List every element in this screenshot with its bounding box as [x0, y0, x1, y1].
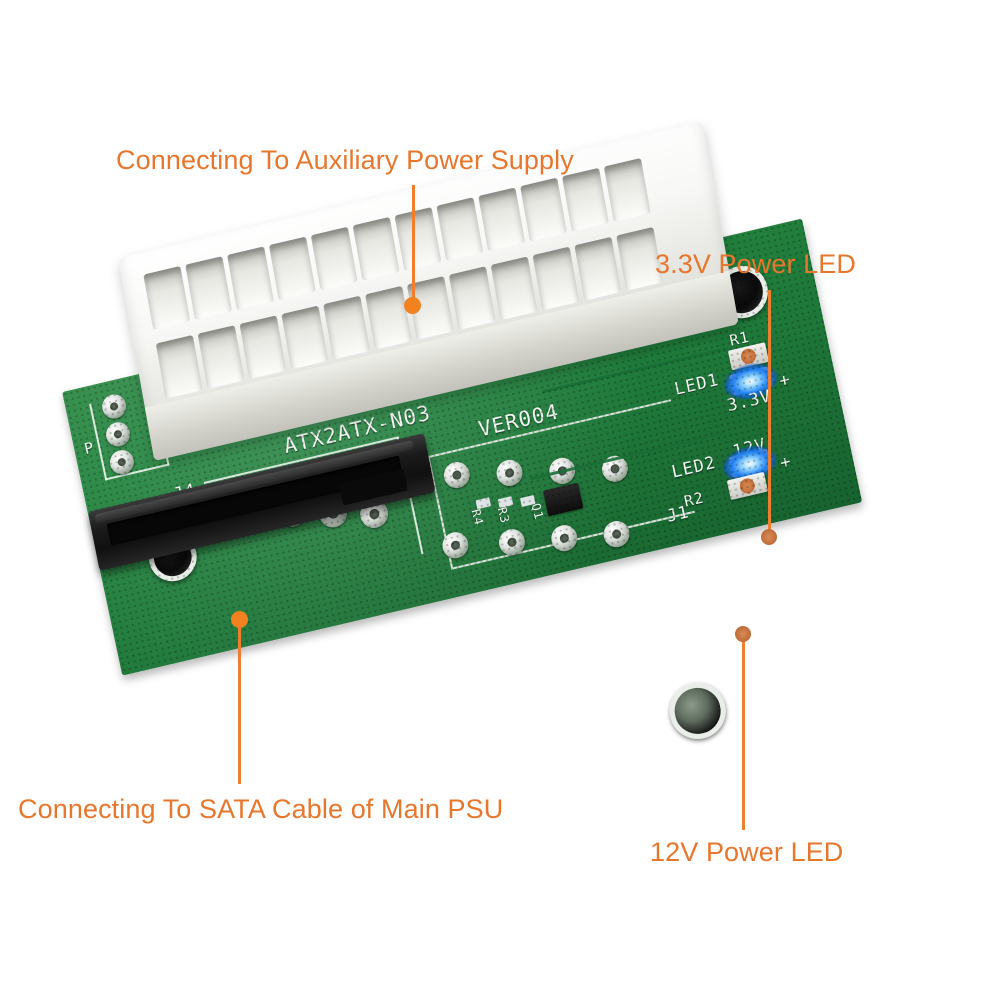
leader-line-aux-power [412, 185, 415, 304]
atx-pin [281, 305, 329, 370]
atx-pin [365, 285, 412, 350]
atx-pin [310, 226, 358, 291]
atx-pin [490, 256, 538, 321]
center-pad-l2 [496, 526, 528, 558]
center-pad-u1 [441, 459, 473, 491]
silkscreen-r3: R3 [494, 505, 513, 526]
atx-pin [448, 266, 496, 331]
silkscreen-q1: Q1 [528, 501, 547, 522]
center-pad-l3 [548, 522, 580, 554]
atx-pin [603, 157, 651, 222]
mounting-hole-bottom-right [664, 677, 732, 745]
leader-dot-aux-power [404, 297, 421, 314]
transistor-q1 [542, 482, 584, 517]
atx-pin [197, 325, 245, 390]
atx-pin [436, 197, 484, 262]
center-pad-u2 [494, 457, 525, 489]
leader-dot-33v-led [761, 529, 777, 545]
cn4-pad-2 [103, 419, 133, 449]
callout-12v-led-label: 12V Power LED [650, 837, 844, 867]
silkscreen-plus-2: + [778, 451, 794, 474]
atx-pin [185, 256, 233, 321]
atx-pin [394, 207, 442, 271]
atx-pin [227, 246, 274, 311]
smd-r4 [475, 497, 492, 510]
silkscreen-j1: J1 [665, 502, 692, 527]
silkscreen-r4: R4 [468, 507, 487, 528]
atx-pin [155, 334, 203, 399]
atx-pin [532, 246, 580, 311]
leader-dot-sata [231, 611, 248, 628]
atx-pin [268, 236, 316, 301]
silkscreen-plus-1: + [777, 369, 793, 392]
callout-33v-led-label: 3.3V Power LED [655, 249, 856, 279]
leader-line-sata [238, 620, 241, 784]
led-2-indicator [719, 440, 780, 487]
atx-pin [561, 167, 609, 232]
center-pad-l4 [601, 518, 632, 550]
silkscreen-p: P [82, 438, 97, 459]
silkscreen-led1: LED1 [672, 369, 721, 400]
atx-pin [520, 177, 568, 242]
atx-pin [352, 216, 400, 281]
callout-sata-label: Connecting To SATA Cable of Main PSU [18, 794, 504, 824]
leader-dot-12v-led [735, 626, 751, 642]
leader-line-12v-led [742, 634, 745, 830]
silkscreen-led2: LED2 [669, 452, 718, 483]
atx-pin [143, 265, 191, 330]
leader-line-33v-led [768, 290, 771, 540]
callout-aux-power-label: Connecting To Auxiliary Power Supply [116, 145, 574, 175]
cn4-pad-1 [99, 391, 129, 421]
atx-pin [323, 295, 371, 360]
atx-pin [574, 236, 622, 301]
atx-pin [239, 315, 287, 380]
atx-pin [478, 187, 526, 252]
